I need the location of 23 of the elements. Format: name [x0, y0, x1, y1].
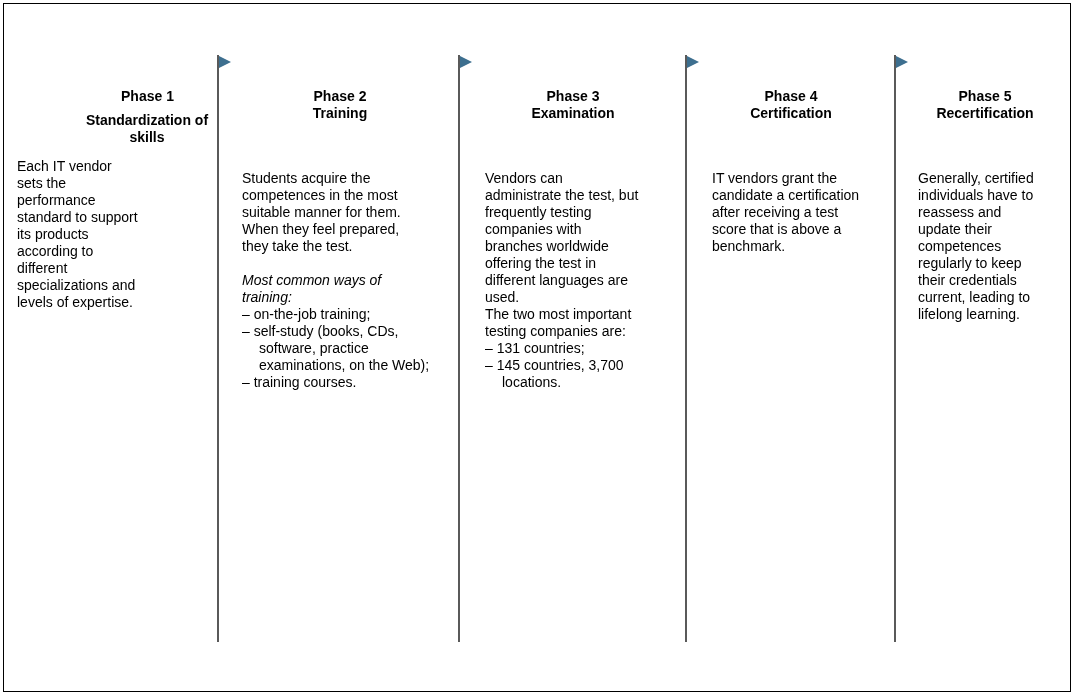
phase-heading: Phase 3	[545, 88, 601, 105]
phase-title: Standardization of skills	[84, 112, 210, 146]
description-text: Generally, certified individuals have to reassess and update their competences regularly to keep their credentials current, leading to lifelong learning.	[918, 170, 1035, 323]
description-text: Vendors can administrate the test, but frequently testing companies with branches worldwide offering the test in different languages are used.	[485, 170, 640, 306]
description-text: Students acquire the competences in the most suitable manner for them.	[242, 170, 402, 221]
phase-title: Examination	[530, 105, 616, 122]
list-item: – on-the-job training;	[242, 306, 372, 323]
description-text: IT vendors grant the candidate a certification after receiving a test score that is above a benchmark.	[712, 170, 861, 255]
list-item: – 131 countries;	[485, 340, 586, 357]
list-heading: Most common ways of training:	[242, 272, 384, 306]
list-item: – self-study (books, CDs, software, practice examinations, on the Web);	[242, 323, 431, 374]
description-text: When they feel prepared, they take the test.	[242, 221, 401, 255]
phase-heading: Phase 2	[312, 88, 368, 105]
phase-title: Recertification	[935, 105, 1035, 122]
phase-heading: Phase 1	[120, 88, 175, 105]
list-item: – training courses.	[242, 374, 358, 391]
phase-title: Training	[311, 105, 369, 122]
description-text: The two most important testing companies are:	[485, 306, 633, 340]
phase-title: Certification	[749, 105, 833, 122]
description-text: Each IT vendor sets the performance standard to support its products according to different specializations and levels of expertise.	[17, 158, 139, 311]
list-item: – 145 countries, 3,700 locations.	[485, 357, 625, 391]
phase-heading: Phase 5	[957, 88, 1013, 105]
phase-heading: Phase 4	[763, 88, 819, 105]
